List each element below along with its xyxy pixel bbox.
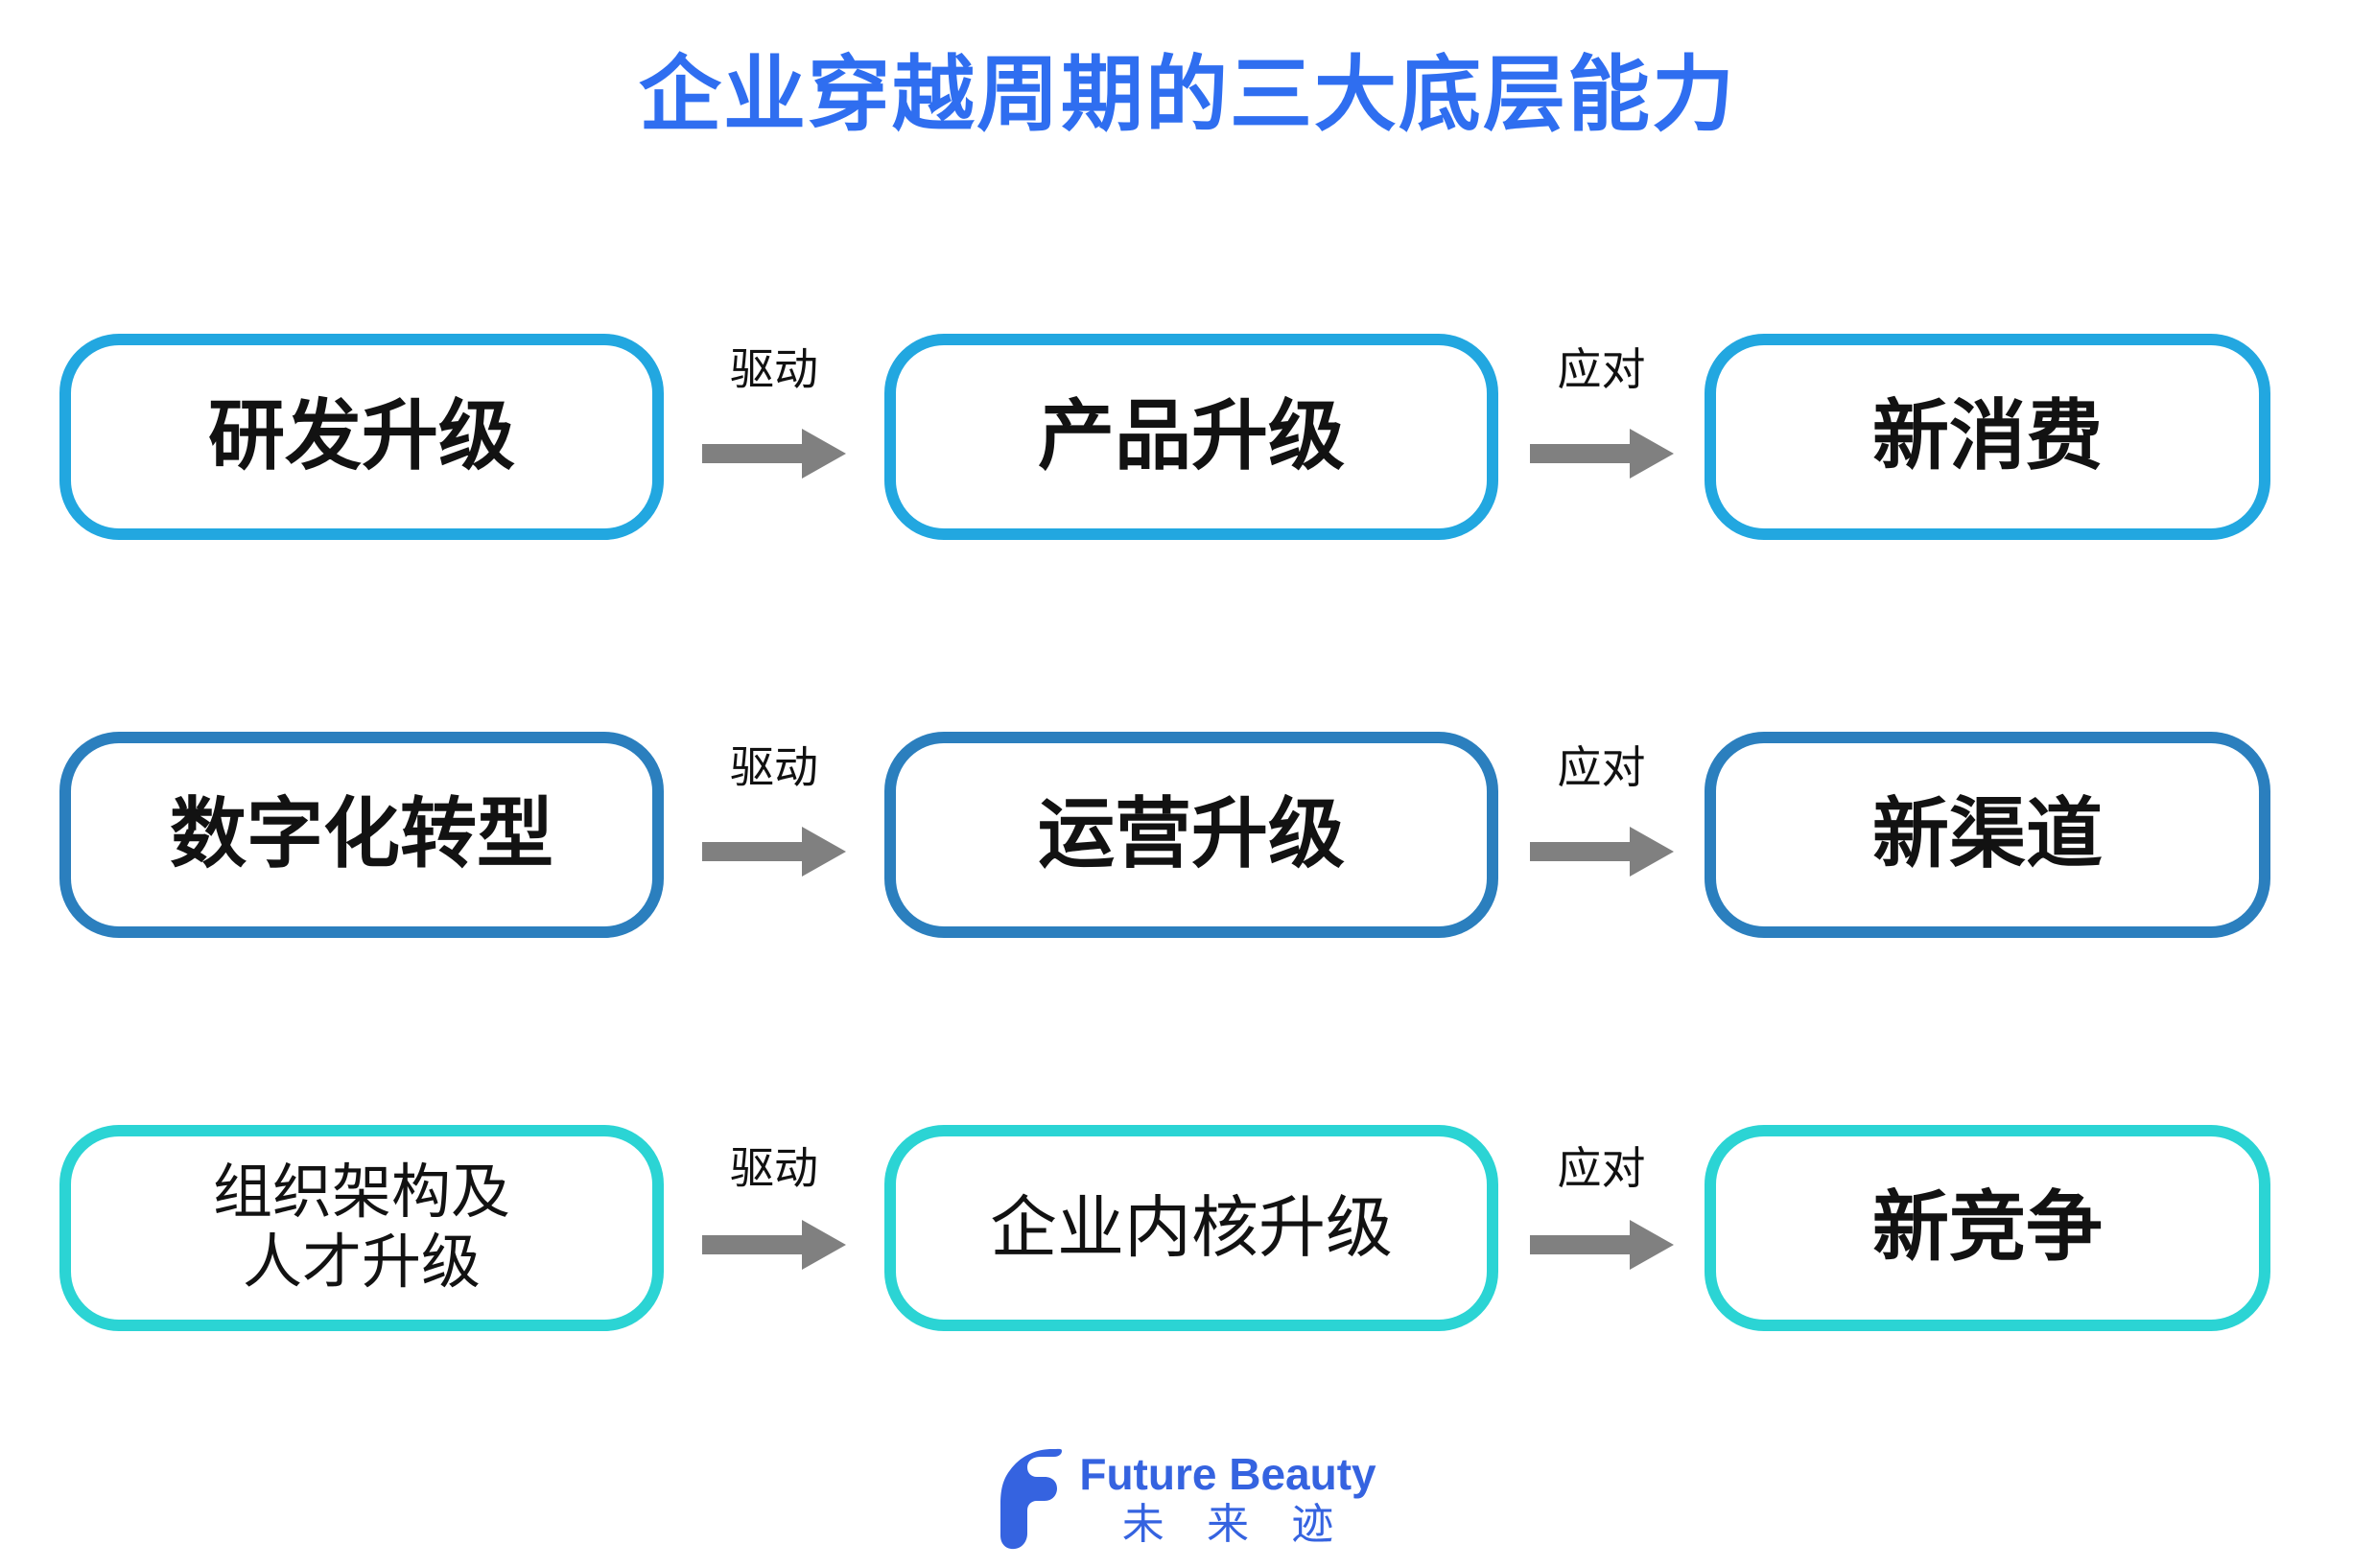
node-target-row3[interactable]: 新竞争	[1705, 1124, 2270, 1331]
node-source-row1[interactable]: 研发升级	[59, 333, 664, 540]
arrow-right-icon	[702, 427, 846, 480]
connector-label: 驱动	[730, 343, 818, 394]
node-label: 产品升级	[1038, 392, 1345, 479]
arrow-right-icon	[702, 825, 846, 878]
arrow-right-icon	[1529, 1218, 1674, 1272]
brand-logo-text: Future Beauty 未 来 迹	[1079, 1452, 1376, 1546]
node-target-row2[interactable]: 新渠道	[1705, 731, 2270, 938]
connector-label: 驱动	[730, 741, 818, 792]
connector-respond-row3: 应对	[1498, 1125, 1705, 1331]
arrow-right-icon	[1529, 427, 1674, 480]
flow-row-3: 组织架构及 人才升级 驱动 企业内核升级 应对 新竞争	[0, 1108, 2375, 1347]
brand-logo: Future Beauty 未 来 迹	[999, 1447, 1376, 1551]
connector-respond-row1: 应对	[1498, 334, 1705, 540]
node-label: 新消费	[1872, 392, 2103, 479]
node-middle-row2[interactable]: 运营升级	[884, 731, 1498, 938]
node-label: 研发升级	[208, 392, 515, 479]
flow-row-1: 研发升级 驱动 产品升级 应对 新消费	[0, 316, 2375, 556]
node-label: 新渠道	[1872, 790, 2103, 877]
flow-row-2: 数字化转型 驱动 运营升级 应对 新渠道	[0, 714, 2375, 954]
future-beauty-f-mark-icon	[999, 1447, 1063, 1551]
page-title: 企业穿越周期的三大底层能力	[639, 49, 1736, 141]
node-label: 新竞争	[1872, 1183, 2103, 1270]
node-middle-row3[interactable]: 企业内核升级	[884, 1124, 1498, 1331]
node-label: 数字化转型	[170, 790, 553, 877]
node-label: 组织架构及 人才升级	[205, 1158, 518, 1298]
connector-label: 驱动	[730, 1142, 818, 1193]
node-target-row1[interactable]: 新消费	[1705, 333, 2270, 540]
node-source-row2[interactable]: 数字化转型	[59, 731, 664, 938]
arrow-right-icon	[1529, 825, 1674, 878]
node-label: 运营升级	[1038, 790, 1345, 877]
node-label-line2: 人才升级	[242, 1229, 481, 1296]
brand-name-cn: 未 来 迹	[1121, 1501, 1350, 1548]
node-label-line1: 组织架构及	[212, 1158, 510, 1226]
connector-drive-row3: 驱动	[664, 1125, 884, 1331]
brand-name-en: Future Beauty	[1079, 1449, 1376, 1499]
connector-drive-row2: 驱动	[664, 732, 884, 938]
node-source-row3[interactable]: 组织架构及 人才升级	[59, 1124, 664, 1331]
connector-drive-row1: 驱动	[664, 334, 884, 540]
connector-label: 应对	[1557, 741, 1646, 792]
arrow-right-icon	[702, 1218, 846, 1272]
footer: Future Beauty 未 来 迹	[0, 1447, 2375, 1551]
connector-respond-row2: 应对	[1498, 732, 1705, 938]
node-middle-row1[interactable]: 产品升级	[884, 333, 1498, 540]
connector-label: 应对	[1557, 343, 1646, 394]
connector-label: 应对	[1557, 1142, 1646, 1193]
node-label: 企业内核升级	[990, 1189, 1393, 1265]
